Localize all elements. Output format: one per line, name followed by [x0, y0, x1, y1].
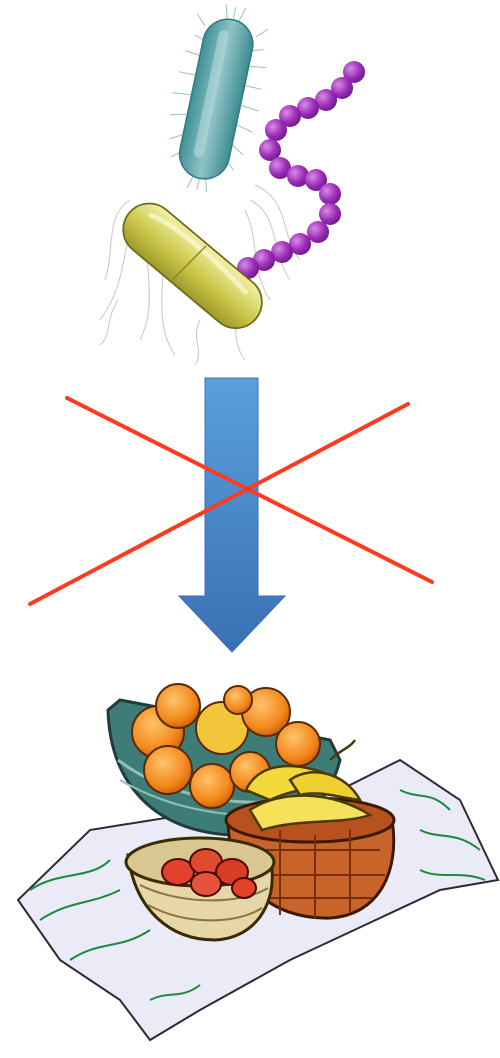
rod-bacterium [154, 0, 279, 199]
cocci-chain [237, 61, 365, 279]
bacteria-illustration [100, 0, 365, 365]
fruit-basket-illustration [18, 684, 498, 1040]
